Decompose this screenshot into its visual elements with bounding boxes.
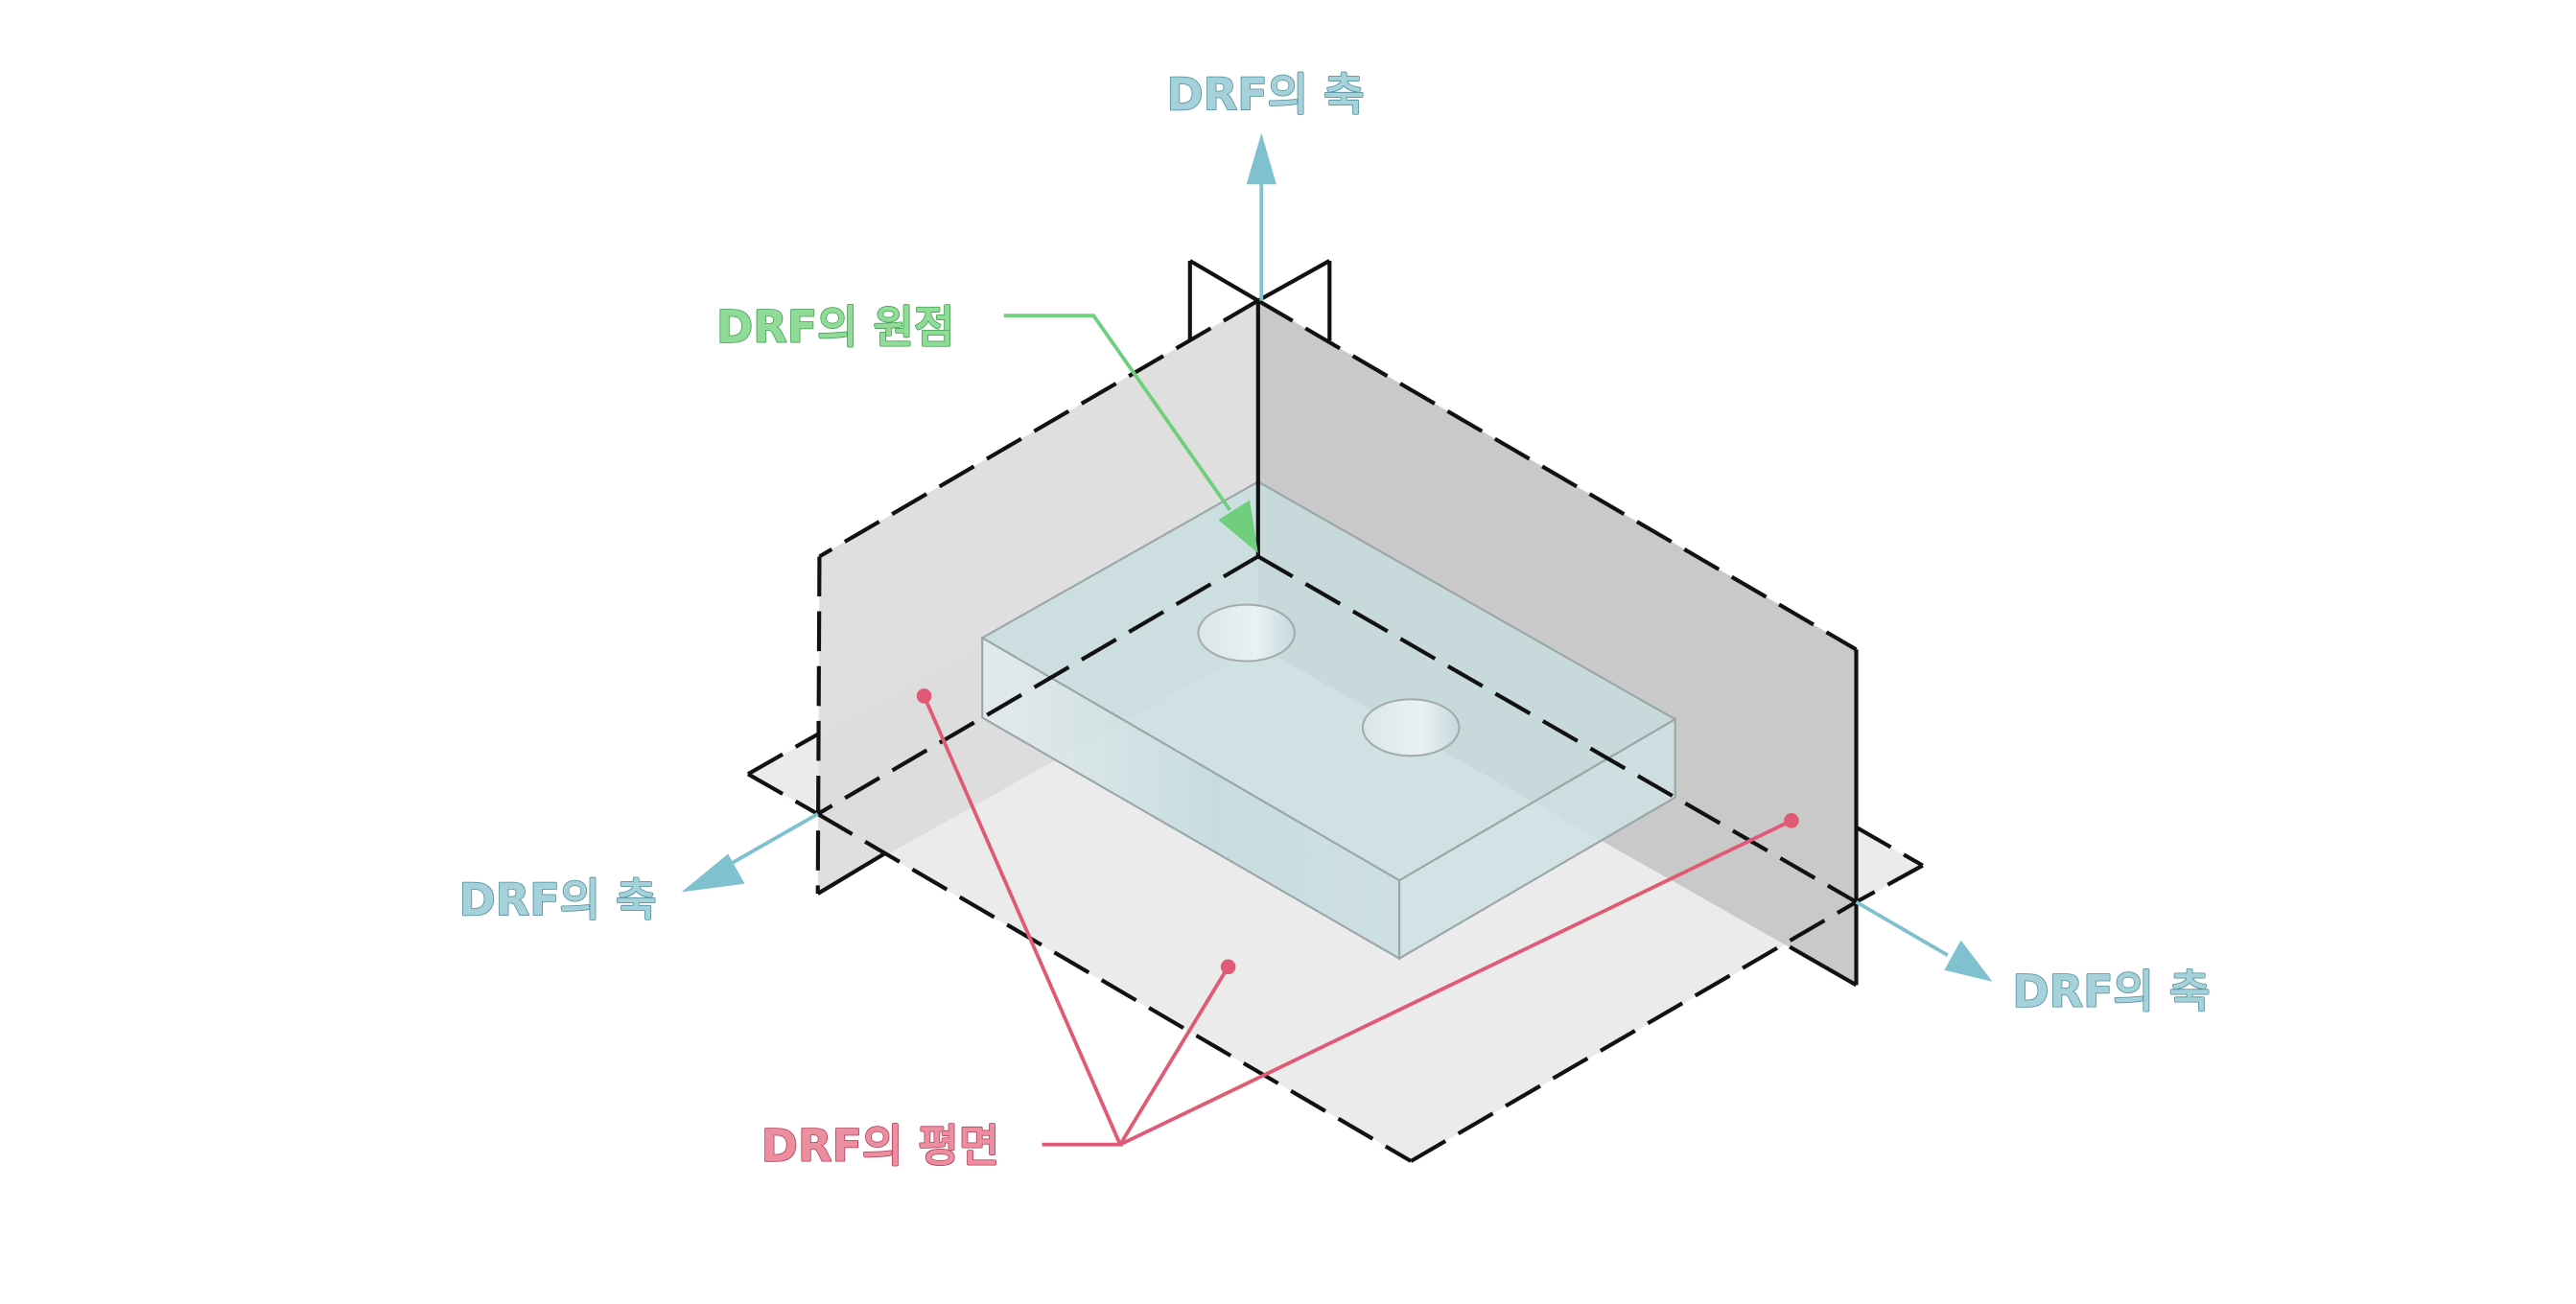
part-hole-1 — [1197, 603, 1296, 663]
axis-right-arrow — [1944, 940, 1993, 982]
axis-left-arrow — [681, 853, 745, 893]
origin-label: DRF의 원점 — [716, 301, 954, 353]
axis-vertical-arrow — [1246, 132, 1276, 185]
plane-leaders — [922, 695, 1792, 1147]
plane-label: DRF의 평면 — [761, 1120, 999, 1172]
axis-label-right: DRF의 축 — [2012, 966, 2210, 1017]
origin-arrow-head — [1218, 500, 1258, 553]
part-block — [980, 480, 1677, 961]
origin-leader — [1003, 314, 1258, 553]
plane-dot-floor — [1220, 959, 1236, 975]
plane-dot-back — [1784, 813, 1799, 828]
axis-label-left: DRF의 축 — [458, 874, 656, 926]
plane-dot-side — [916, 688, 932, 704]
plane-outlines — [746, 259, 1924, 1163]
part-right-face — [1398, 717, 1676, 961]
part-hole-2 — [1361, 698, 1461, 757]
intersection-lines — [816, 300, 1858, 904]
axis-right-line — [1855, 900, 1949, 957]
axis-label-top: DRF의 축 — [1167, 68, 1365, 120]
side-datum-plane — [817, 300, 1258, 895]
plane-leader-dots — [916, 688, 1799, 975]
axes — [681, 132, 1993, 982]
axis-left-line — [723, 812, 819, 870]
